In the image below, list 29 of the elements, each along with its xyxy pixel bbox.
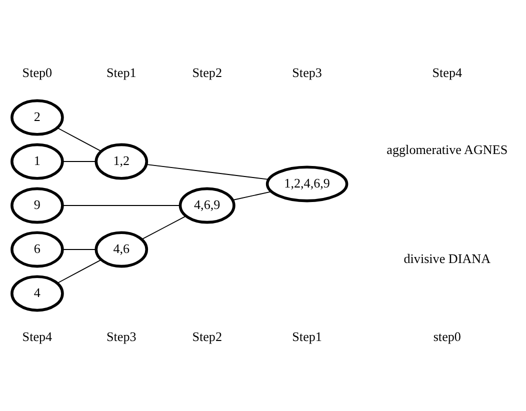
label: Step1 — [292, 328, 322, 344]
label: Step0 — [22, 65, 52, 80]
label: Step1 — [106, 65, 136, 80]
connector — [141, 216, 186, 240]
node-ellipse: 2 — [10, 99, 64, 136]
label: Step3 — [292, 65, 322, 80]
node-ellipse: 6 — [10, 231, 64, 268]
connector — [62, 161, 97, 162]
label: Step3 — [106, 328, 136, 344]
connector — [57, 259, 102, 284]
label: step0 — [433, 328, 461, 344]
node-ellipse: 4,6,9 — [178, 187, 236, 224]
connector — [146, 164, 270, 180]
label: Step4 — [432, 65, 462, 80]
connector — [62, 205, 181, 206]
node-ellipse: 1,2,4,6,9 — [266, 166, 348, 202]
connector — [62, 249, 97, 250]
label: Step4 — [22, 328, 52, 344]
label: Step2 — [192, 65, 222, 80]
node-ellipse: 1 — [10, 143, 64, 180]
connector — [232, 191, 272, 201]
label: Step2 — [192, 328, 222, 344]
node-ellipse: 9 — [10, 187, 64, 224]
node-ellipse: 1,2 — [94, 143, 148, 180]
node-ellipse: 4 — [10, 275, 64, 312]
label: divisive DIANA — [404, 251, 491, 266]
connector — [57, 128, 102, 152]
label: agglomerative AGNES — [386, 142, 508, 157]
node-ellipse: 4,6 — [94, 231, 148, 268]
